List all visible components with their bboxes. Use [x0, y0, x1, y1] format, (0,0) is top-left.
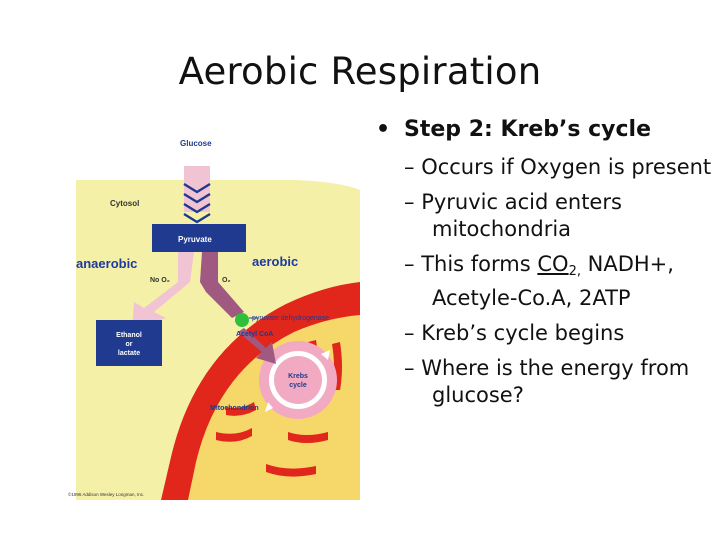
- sub-bullet-4: – Kreb’s cycle begins: [376, 320, 716, 347]
- ethanol-label-or: or: [126, 341, 133, 348]
- bullet-list: • Step 2: Kreb’s cycle – Occurs if Oxyge…: [376, 117, 716, 409]
- no-o2-label: No O₂: [150, 277, 170, 284]
- co2-subscript: 2,: [568, 264, 581, 279]
- sub-bullet-text: Occurs if Oxygen is present: [421, 155, 712, 179]
- cristae: [216, 340, 342, 477]
- pyruvate-dehydrogenase-dot: [235, 313, 249, 327]
- dash-marker: –: [404, 252, 422, 276]
- cytosol-label: Cytosol: [110, 199, 139, 208]
- aerobic-branch: [200, 252, 244, 318]
- mitochondrion-label: Mitochondrion: [210, 405, 259, 412]
- sub-bullet-text: Where is the energy from glucose?: [421, 356, 690, 407]
- sub-bullet-text: Pyruvic acid enters mitochondria: [421, 190, 622, 241]
- glucose-arrow-shaft: [184, 166, 210, 212]
- dash-marker: –: [404, 155, 422, 179]
- dash-marker: –: [404, 190, 422, 214]
- anaerobic-label: anaerobic: [76, 256, 137, 271]
- glucose-label: Glucose: [180, 139, 212, 148]
- o2-label: O₂: [222, 277, 231, 284]
- krebs-label: Krebs: [288, 373, 308, 380]
- bullet-main-text: Step 2: Kreb’s cycle: [404, 117, 652, 142]
- slide-title: Aerobic Respiration: [178, 50, 542, 93]
- pyruvate-dehydrogenase-label: pyruvate dehydrogenase: [252, 315, 329, 322]
- bullet-marker: •: [376, 117, 391, 142]
- acetyl-coa-arrow: [238, 328, 276, 364]
- co2-base: CO: [537, 252, 569, 276]
- krebs-label-cycle: cycle: [289, 382, 307, 389]
- sub-bullet-text: Kreb’s cycle begins: [421, 321, 625, 345]
- copyright-text: ©1996 Addison Wesley Longman, Inc.: [68, 491, 144, 497]
- sub-bullet-1: – Occurs if Oxygen is present: [376, 154, 716, 181]
- ethanol-label: Ethanol: [116, 332, 142, 339]
- dash-marker: –: [404, 321, 422, 345]
- co2-formula: CO2,: [537, 252, 581, 279]
- acetyl-coa-label: Acetyl CoA: [236, 331, 273, 338]
- bullet-main: • Step 2: Kreb’s cycle: [376, 117, 716, 142]
- pyruvate-label: Pyruvate: [178, 235, 212, 244]
- pyruvate-box: [152, 224, 246, 252]
- sub-bullet-5: – Where is the energy from glucose?: [376, 355, 716, 409]
- ethanol-box: [96, 320, 162, 366]
- glucose-chevrons: [183, 182, 211, 224]
- dash-marker: –: [404, 356, 422, 380]
- ethanol-label-lactate: lactate: [118, 350, 140, 357]
- aerobic-label: aerobic: [252, 254, 298, 269]
- sub-bullet-2: – Pyruvic acid enters mitochondria: [376, 189, 716, 243]
- cellular-respiration-diagram: Glucose Cytosol Pyruvate anaerobic aerob…: [68, 139, 360, 500]
- anaerobic-branch: [132, 252, 194, 330]
- sub-bullet-text-pre: This forms: [421, 252, 538, 276]
- sub-bullet-3: – This forms CO2, NADH+, Acetyle-Co.A, 2…: [376, 251, 716, 312]
- sub-bullet-text-post: NADH+, Acetyle-Co.A, 2ATP: [432, 252, 674, 310]
